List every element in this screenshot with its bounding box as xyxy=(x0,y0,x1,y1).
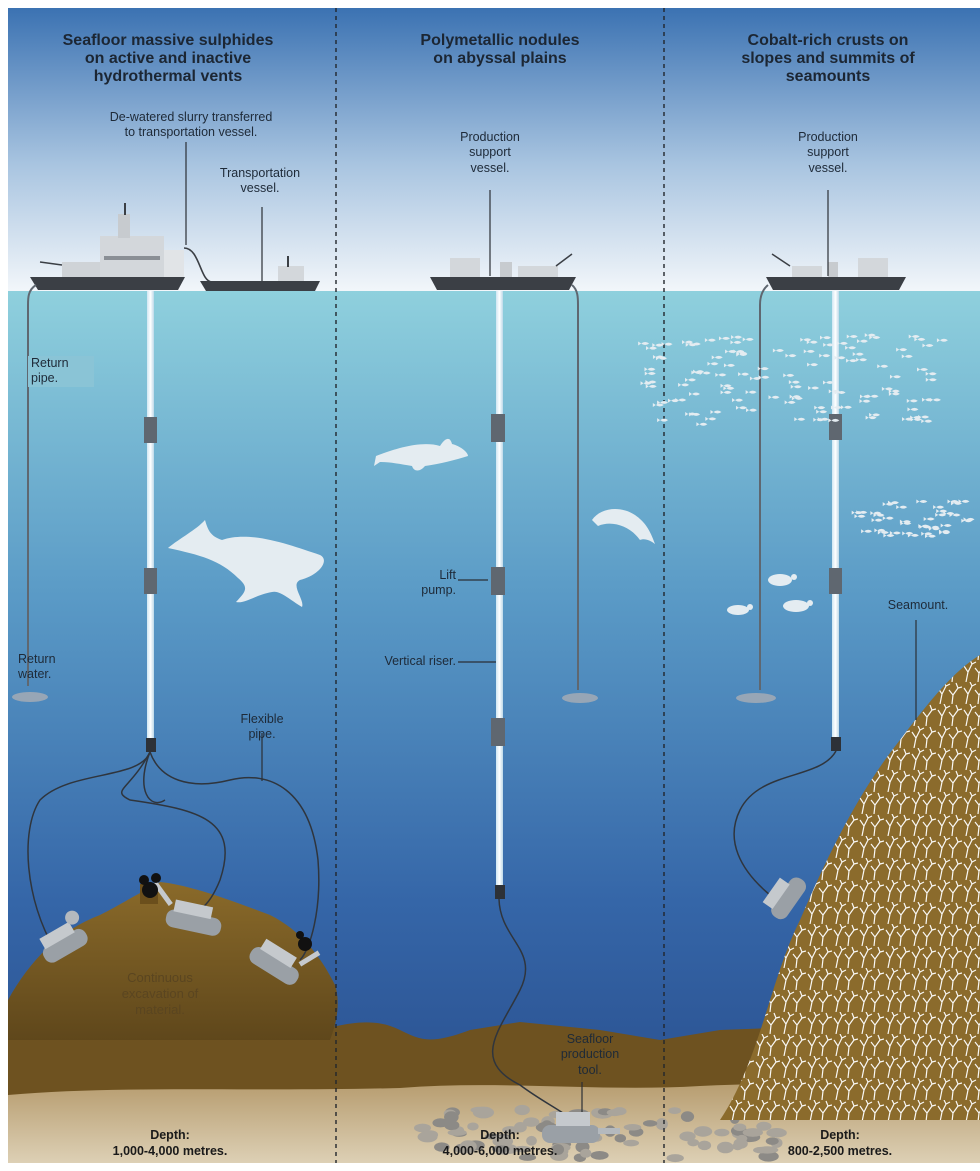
title-line: hydrothermal vents xyxy=(18,68,318,86)
column-3-depth: Depth: 800-2,500 metres. xyxy=(730,1128,950,1159)
label-line: to transportation vessel. xyxy=(66,125,316,140)
depth-value: 1,000-4,000 metres. xyxy=(60,1144,280,1160)
label-line: Return xyxy=(31,356,91,371)
riser-base-1 xyxy=(146,738,156,752)
nodule xyxy=(714,1129,729,1137)
depth-value: 800-2,500 metres. xyxy=(730,1144,950,1160)
label-line: Flexible xyxy=(222,712,302,727)
label-production-support-3: Production support vessel. xyxy=(778,130,878,176)
depth-label: Depth: xyxy=(60,1128,280,1144)
nodule xyxy=(667,1154,684,1162)
label-line: Lift xyxy=(400,568,456,583)
label-line: excavation of xyxy=(100,986,220,1002)
label-vertical-riser: Vertical riser. xyxy=(352,654,456,669)
label-line: pipe. xyxy=(222,727,302,742)
nodule xyxy=(679,1132,695,1142)
label-dewatered-slurry: De-watered slurry transferred to transpo… xyxy=(66,110,316,141)
label-seafloor-production-tool: Seafloor production tool. xyxy=(540,1032,640,1078)
riser-base-3 xyxy=(831,737,841,751)
label-lift-pump: Lift pump. xyxy=(400,568,456,599)
depth-label: Depth: xyxy=(390,1128,610,1144)
column-2-title: Polymetallic nodules on abyssal plains xyxy=(350,32,650,68)
nodule xyxy=(432,1118,448,1127)
label-transportation-vessel: Transportation vessel. xyxy=(200,166,320,197)
vertical-riser-1 xyxy=(147,291,154,741)
lift-pump-3a xyxy=(829,414,842,440)
title-line: Polymetallic nodules xyxy=(350,32,650,50)
nodule xyxy=(694,1126,712,1137)
return-water-plume-3 xyxy=(736,693,776,703)
label-seamount: Seamount. xyxy=(868,598,968,613)
nodule xyxy=(514,1105,529,1115)
label-line: material. xyxy=(100,1002,220,1018)
label-line: Transportation xyxy=(200,166,320,181)
title-line: on abyssal plains xyxy=(350,50,650,68)
label-line: production xyxy=(540,1047,640,1062)
label-continuous-excavation: Continuous excavation of material. xyxy=(100,970,220,1018)
lift-pump-3b xyxy=(829,568,842,594)
nodule xyxy=(615,1134,626,1142)
column-2-depth: Depth: 4,000-6,000 metres. xyxy=(390,1128,610,1159)
lift-pump-1a xyxy=(144,417,157,443)
nodule xyxy=(698,1141,711,1151)
title-line: seamounts xyxy=(678,68,978,86)
lift-pump-2c xyxy=(491,718,505,746)
label-production-support-2: Production support vessel. xyxy=(440,130,540,176)
nodule xyxy=(523,1117,539,1126)
label-line: De-watered slurry transferred xyxy=(66,110,316,125)
depth-label: Depth: xyxy=(730,1128,950,1144)
label-line: support xyxy=(778,145,878,160)
title-line: Seafloor massive sulphides xyxy=(18,32,318,50)
label-line: tool. xyxy=(540,1063,640,1078)
label-line: water. xyxy=(18,667,78,682)
label-line: vessel. xyxy=(778,161,878,176)
label-line: support xyxy=(440,145,540,160)
title-line: Cobalt-rich crusts on xyxy=(678,32,978,50)
lift-pump-2b xyxy=(491,567,505,595)
label-line: pipe. xyxy=(31,371,91,386)
riser-base-2 xyxy=(495,885,505,899)
label-return-pipe: Return pipe. xyxy=(28,356,94,387)
nodule xyxy=(624,1124,642,1131)
nodule xyxy=(656,1118,668,1130)
label-line: pump. xyxy=(400,583,456,598)
label-return-water: Return water. xyxy=(18,652,78,683)
title-line: slopes and summits of xyxy=(678,50,978,68)
nodule xyxy=(607,1109,623,1116)
column-1-depth: Depth: 1,000-4,000 metres. xyxy=(60,1128,280,1159)
label-line: vessel. xyxy=(200,181,320,196)
column-3-title: Cobalt-rich crusts on slopes and summits… xyxy=(678,32,978,86)
label-line: Return xyxy=(18,652,78,667)
nodule xyxy=(623,1140,639,1147)
nodule xyxy=(643,1120,657,1126)
label-line: Production xyxy=(440,130,540,145)
lift-pump-1b xyxy=(144,568,157,594)
return-water-plume-2 xyxy=(562,693,598,703)
title-line: on active and inactive xyxy=(18,50,318,68)
nodule xyxy=(668,1107,681,1114)
label-line: Continuous xyxy=(100,970,220,986)
lift-pump-2a xyxy=(491,414,505,442)
column-1-title: Seafloor massive sulphides on active and… xyxy=(18,32,318,86)
label-flexible-pipe: Flexible pipe. xyxy=(222,712,302,743)
label-line: vessel. xyxy=(440,161,540,176)
return-water-plume-1 xyxy=(12,692,48,702)
depth-value: 4,000-6,000 metres. xyxy=(390,1144,610,1160)
nodule xyxy=(471,1107,488,1114)
label-line: Production xyxy=(778,130,878,145)
nodule xyxy=(681,1111,694,1122)
label-line: Seafloor xyxy=(540,1032,640,1047)
